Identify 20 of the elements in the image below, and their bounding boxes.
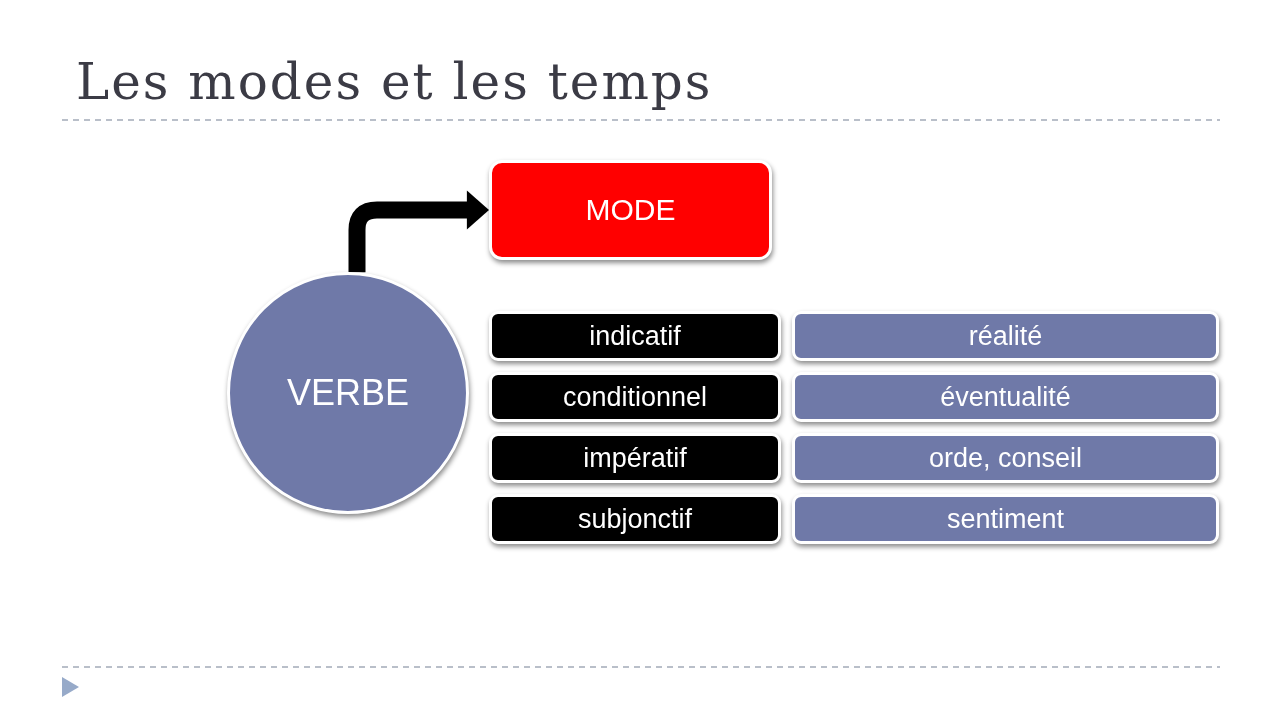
- slide-title: Les modes et les temps: [76, 52, 713, 113]
- mode-name-label: subjonctif: [577, 502, 693, 536]
- mode-name-box: [489, 494, 781, 544]
- mode-box: [489, 160, 772, 260]
- meaning-label: réalité: [968, 319, 1043, 353]
- meaning-box: [792, 494, 1219, 544]
- verb-label: VERBE: [286, 371, 409, 415]
- meaning-box: [792, 311, 1219, 361]
- mode-name-label: impératif: [583, 441, 687, 475]
- mode-name-box: [489, 372, 781, 422]
- meaning-box: [792, 372, 1219, 422]
- mode-name-box: [489, 311, 781, 361]
- mode-name-box: [489, 433, 781, 483]
- mode-label: MODE: [585, 192, 676, 228]
- meaning-label: éventualité: [940, 380, 1071, 414]
- meaning-box: [792, 433, 1219, 483]
- meaning-label: orde, conseil: [928, 441, 1083, 475]
- mode-name-label: indicatif: [589, 319, 681, 353]
- mode-name-label: conditionnel: [562, 380, 708, 414]
- meaning-label: sentiment: [946, 502, 1065, 536]
